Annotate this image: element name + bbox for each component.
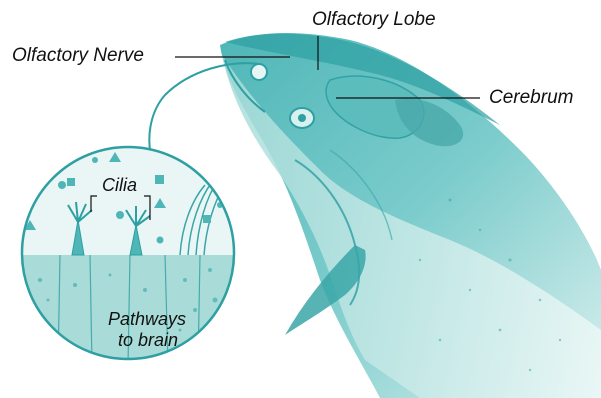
olfactory-lobe-label: Olfactory Lobe [312,10,436,29]
pathways-label-line2: to brain [118,331,178,349]
cerebrum-label: Cerebrum [489,88,573,107]
pathways-label-line1: Pathways [108,310,186,328]
cilia-label: Cilia [102,176,137,194]
olfactory-nerve-label: Olfactory Nerve [12,46,144,65]
fish-pupil [298,114,306,122]
nostril [251,64,267,80]
